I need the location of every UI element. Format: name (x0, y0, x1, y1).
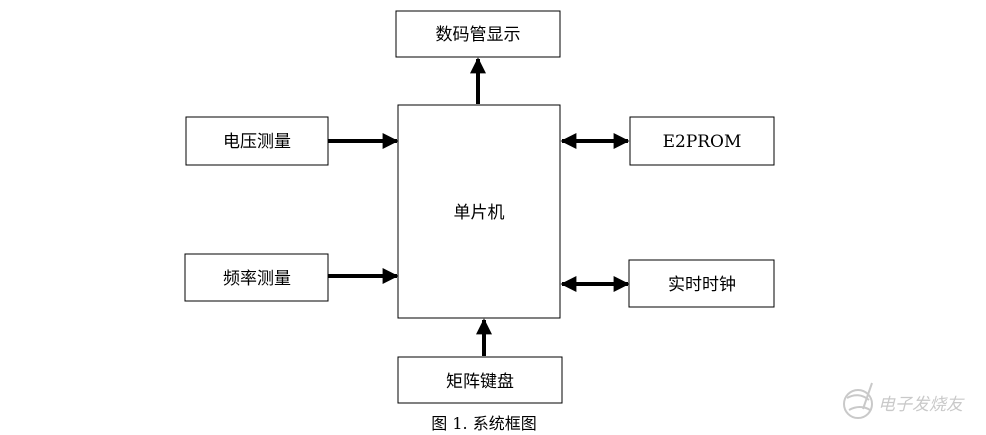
watermark-text: 电子发烧友 (878, 395, 965, 415)
eeprom-box: E2PROM (629, 116, 775, 166)
display-label: 数码管显示 (436, 25, 521, 45)
mcu-box: 单片机 (397, 104, 561, 319)
figure-caption: 图 1. 系统框图 (431, 414, 536, 433)
rtc-box: 实时时钟 (628, 259, 775, 308)
keypad-box: 矩阵键盘 (397, 356, 563, 404)
watermark: 电子发烧友 (843, 382, 965, 419)
voltage-label: 电压测量 (223, 132, 291, 152)
watermark-logo-icon (843, 382, 873, 419)
frequency-label: 频率测量 (223, 269, 291, 289)
frequency-box: 频率测量 (184, 253, 329, 302)
display-box: 数码管显示 (395, 10, 561, 58)
mcu-label: 单片机 (454, 203, 505, 223)
rtc-label: 实时时钟 (668, 275, 736, 295)
eeprom-label: E2PROM (663, 132, 742, 152)
keypad-label: 矩阵键盘 (446, 372, 514, 392)
voltage-box: 电压测量 (185, 116, 329, 166)
